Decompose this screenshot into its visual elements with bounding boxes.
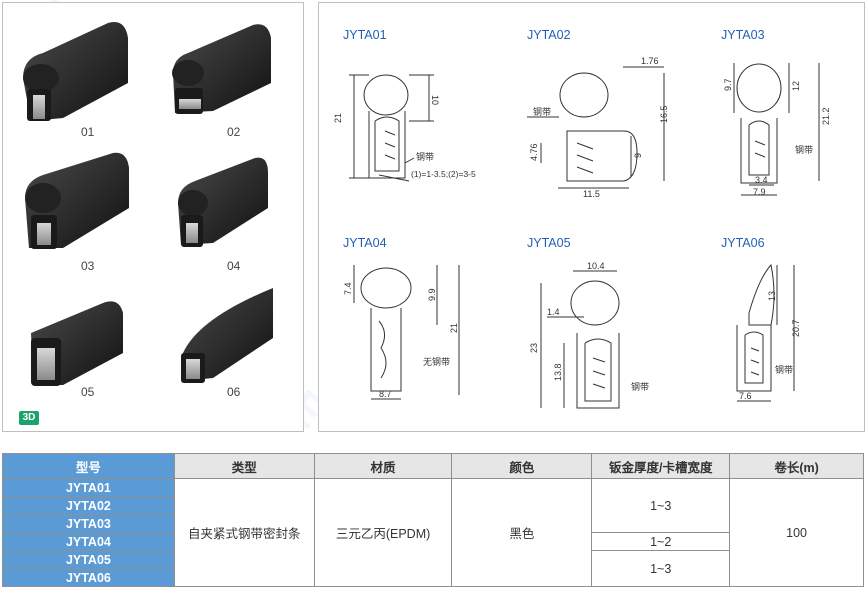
spec-table: 型号 类型 材质 颜色 钣金厚度/卡槽宽度 卷长(m) JYTA01 自夹紧式钢… — [2, 453, 864, 587]
seal-03-label: 03 — [81, 259, 95, 273]
seal-02-image — [172, 24, 271, 114]
jyta03-dim-12: 12 — [791, 81, 801, 91]
jyta03-dim-9.7: 9.7 — [723, 78, 733, 91]
color-cell: 黑色 — [451, 478, 593, 587]
table-row: JYTA06 — [2, 568, 864, 587]
seal-06-image — [181, 288, 273, 383]
jyta03-dim-3.4: 3.4 — [755, 175, 768, 185]
seal-01-label: 01 — [81, 125, 95, 139]
header-material: 材质 — [313, 453, 453, 479]
3d-badge: 3D — [19, 411, 39, 425]
jyta01-note-strip: 钢带 — [416, 151, 434, 162]
header-type: 类型 — [173, 453, 315, 479]
jyta02-dim-4.76: 4.76 — [529, 143, 539, 161]
jyta04-dim-7.4: 7.4 — [343, 282, 353, 295]
jyta04-note-nostrip: 无钢带 — [423, 356, 450, 367]
jyta02-dim-16.5: 16.5 — [659, 105, 669, 123]
seal-05-label: 05 — [81, 385, 95, 399]
jyta05-note-strip: 钢带 — [631, 381, 649, 392]
seal-04-label: 04 — [227, 259, 241, 273]
header-thickness: 钣金厚度/卡槽宽度 — [591, 453, 731, 479]
jyta02-dim-9: 9 — [633, 153, 643, 158]
drawing-title-jyta01: JYTA01 — [343, 28, 387, 42]
jyta05-dim-23: 23 — [529, 343, 539, 353]
product-3d-panel: 01 02 03 04 05 06 3D — [2, 2, 304, 432]
roll-length-cell: 100 — [729, 478, 864, 587]
drawing-title-jyta06: JYTA06 — [721, 236, 765, 250]
jyta04-dim-8.7: 8.7 — [379, 389, 392, 399]
seal-06-label: 06 — [227, 385, 241, 399]
jyta03-dim-7.9: 7.9 — [753, 187, 766, 197]
jyta06-note-strip: 钢带 — [775, 364, 793, 375]
type-cell: 自夹紧式钢带密封条 — [173, 478, 315, 587]
jyta05-dim-1.4: 1.4 — [547, 307, 560, 317]
table-row: JYTA03 — [2, 514, 864, 533]
jyta03-note-strip: 钢带 — [795, 144, 813, 155]
thickness-cell: 1~3 — [591, 550, 731, 587]
seal-02-label: 02 — [227, 125, 241, 139]
drawing-jyta05 — [540, 270, 620, 409]
jyta01-dim-10: 10 — [430, 95, 440, 105]
drawing-jyta02 — [527, 66, 665, 189]
table-header-row: 型号 类型 材质 颜色 钣金厚度/卡槽宽度 卷长(m) — [2, 453, 864, 479]
profile-drawings: 10 21 钢带 (1)=1-3.5;(2)=3-5 1.76 16.5 9 4… — [333, 56, 831, 409]
seal-05-image — [31, 301, 123, 386]
model-cell: JYTA06 — [2, 568, 175, 587]
drawing-jyta01 — [349, 74, 434, 182]
technical-drawings-panel: JYTA01 JYTA02 JYTA03 JYTA04 JYTA05 JYTA0… — [318, 2, 865, 432]
jyta02-dim-1.76: 1.76 — [641, 56, 659, 66]
drawing-jyta03 — [733, 63, 820, 196]
drawing-title-jyta03: JYTA03 — [721, 28, 765, 42]
model-cell: JYTA03 — [2, 514, 175, 533]
seal-3d-renderings — [23, 22, 273, 386]
header-model: 型号 — [2, 453, 175, 479]
drawing-title-jyta05: JYTA05 — [527, 236, 571, 250]
drawing-jyta06 — [736, 263, 795, 402]
header-roll-length: 卷长(m) — [729, 453, 864, 479]
jyta02-note-strip: 钢带 — [533, 106, 551, 117]
seal-03-image — [25, 152, 129, 249]
jyta05-dim-13.8: 13.8 — [553, 363, 563, 381]
jyta05-dim-10.4: 10.4 — [587, 261, 605, 271]
table-row: JYTA05 1~3 — [2, 550, 864, 587]
model-cell: JYTA05 — [2, 550, 175, 569]
drawing-title-jyta02: JYTA02 — [527, 28, 571, 42]
jyta06-dim-13: 13 — [767, 291, 777, 301]
model-cell: JYTA02 — [2, 496, 175, 515]
jyta04-dim-21: 21 — [449, 323, 459, 333]
table-row: JYTA02 — [2, 496, 864, 515]
jyta06-dim-7.6: 7.6 — [739, 391, 752, 401]
model-cell: JYTA01 — [2, 478, 175, 497]
model-cell: JYTA04 — [2, 532, 175, 551]
jyta01-dim-21: 21 — [333, 113, 343, 123]
drawing-title-jyta04: JYTA04 — [343, 236, 387, 250]
seal-01-image — [23, 22, 128, 121]
thickness-cell: 1~3 — [591, 478, 731, 533]
jyta03-dim-21.2: 21.2 — [821, 107, 831, 125]
jyta02-dim-11.5: 11.5 — [583, 189, 600, 199]
drawing-jyta04 — [353, 265, 460, 400]
thickness-cell: 1~2 — [591, 532, 731, 551]
jyta04-dim-9.9: 9.9 — [427, 288, 437, 301]
jyta06-dim-20.7: 20.7 — [791, 319, 801, 337]
material-cell: 三元乙丙(EPDM) — [313, 478, 453, 587]
header-color: 颜色 — [451, 453, 593, 479]
seal-04-image — [178, 157, 268, 247]
table-row: JYTA01 自夹紧式钢带密封条 三元乙丙(EPDM) 黑色 1~3 100 — [2, 478, 864, 587]
jyta01-note-range: (1)=1-3.5;(2)=3-5 — [411, 169, 476, 179]
